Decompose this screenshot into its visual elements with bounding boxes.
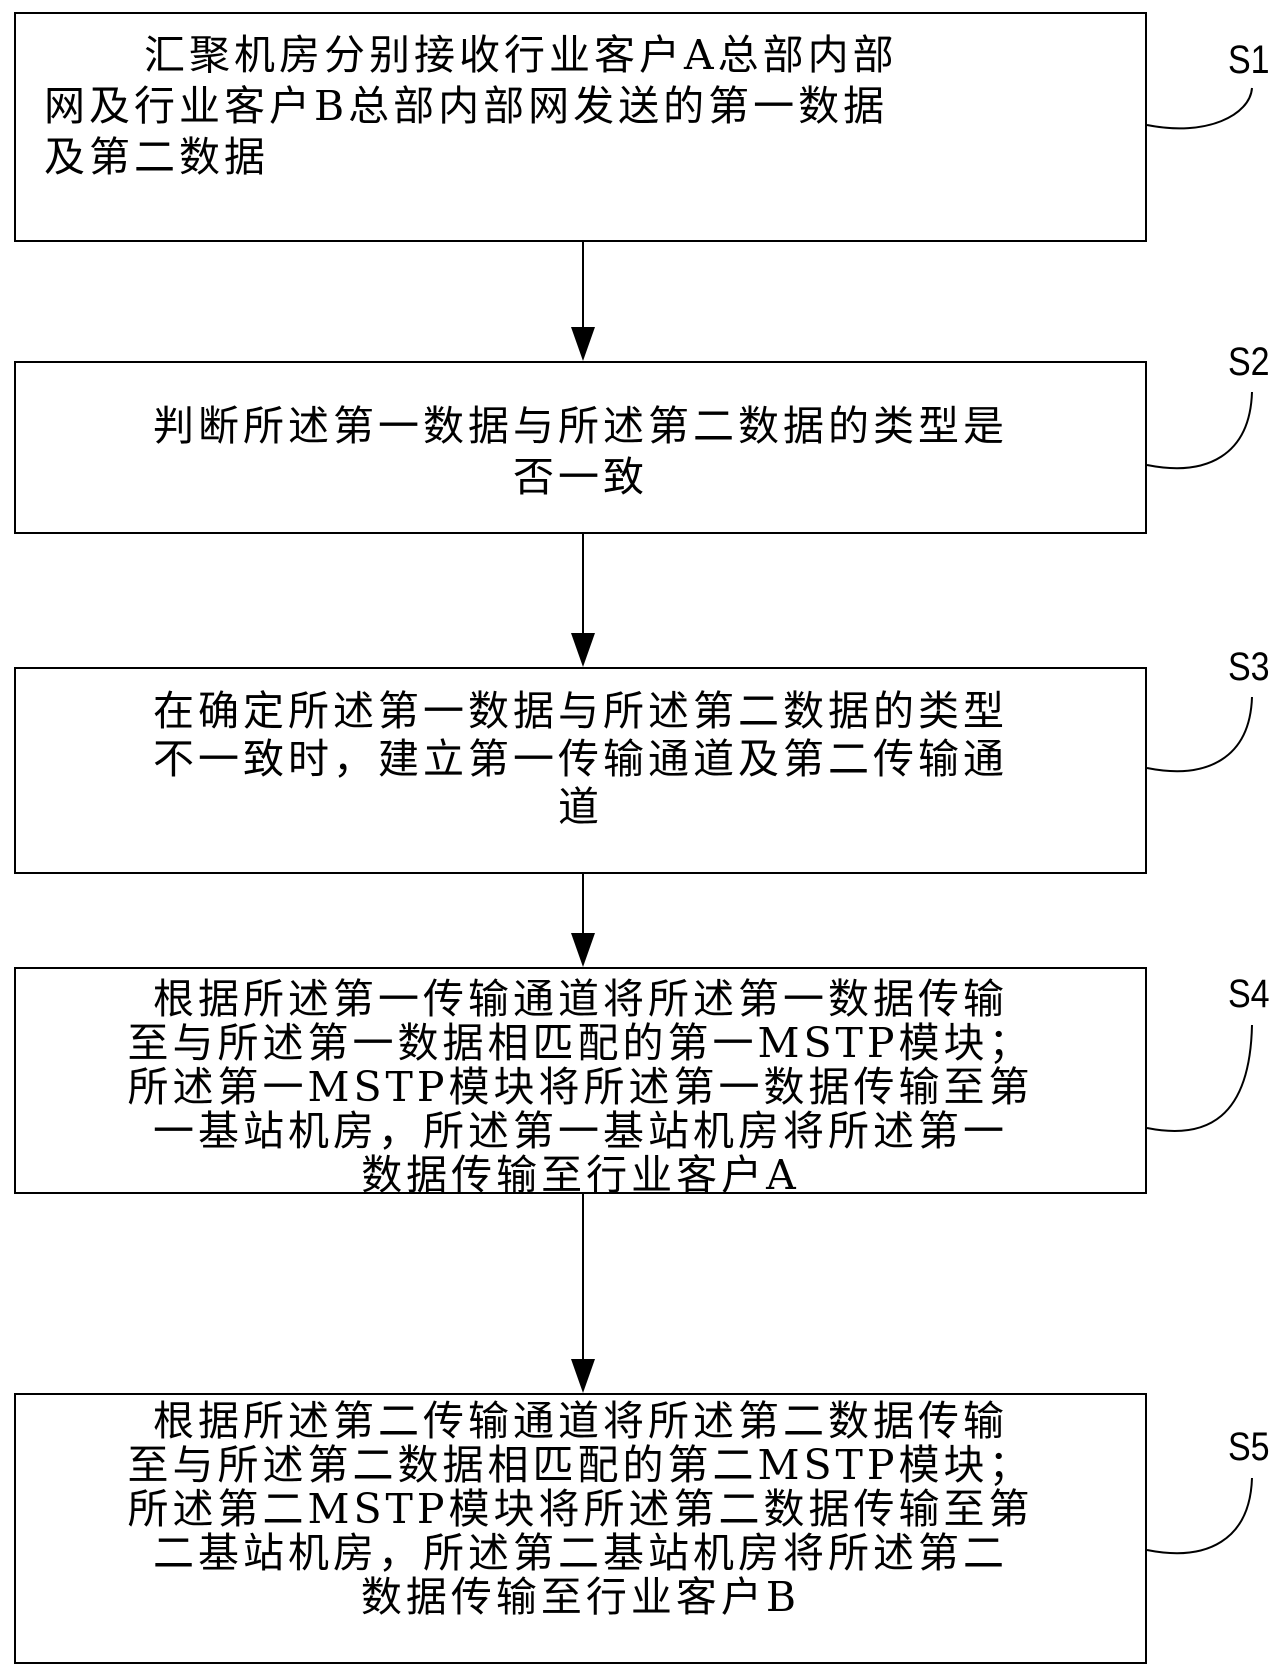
step-label-s2: S2 — [1228, 340, 1270, 384]
step-s1-line: 网及行业客户B总部内部网发送的第一数据 — [44, 82, 889, 130]
step-s5-line: 所述第二MSTP模块将所述第二数据传输至第 — [127, 1485, 1034, 1533]
step-s5-line: 至与所述第二数据相匹配的第二MSTP模块； — [127, 1441, 1034, 1489]
step-label-s3: S3 — [1228, 645, 1270, 689]
step-label-s5: S5 — [1228, 1425, 1270, 1469]
leader-line-s1 — [1146, 87, 1253, 130]
step-text-s3: 在确定所述第一数据与所述第二数据的类型 不一致时，建立第一传输通道及第二传输通 … — [16, 687, 1145, 831]
step-label-s4: S4 — [1228, 972, 1270, 1016]
leader-line-s5 — [1146, 1477, 1253, 1555]
step-box-s2: 判断所述第一数据与所述第二数据的类型是 否一致 — [14, 361, 1147, 534]
leader-line-s2 — [1146, 391, 1253, 470]
step-text-s5: 根据所述第二传输通道将所述第二数据传输 至与所述第二数据相匹配的第二MSTP模块… — [16, 1399, 1145, 1619]
step-text-s1: 汇聚机房分别接收行业客户A总部内部 网及行业客户B总部内部网发送的第一数据 及第… — [16, 30, 1145, 183]
leader-line-s4 — [1146, 1024, 1253, 1132]
arrowhead-icon — [571, 327, 595, 361]
step-s2-line: 判断所述第一数据与所述第二数据的类型是 — [153, 402, 1008, 450]
step-s5-line: 根据所述第二传输通道将所述第二数据传输 — [153, 1397, 1008, 1445]
step-box-s1: 汇聚机房分别接收行业客户A总部内部 网及行业客户B总部内部网发送的第一数据 及第… — [14, 12, 1147, 242]
step-box-s4: 根据所述第一传输通道将所述第一数据传输 至与所述第一数据相匹配的第一MSTP模块… — [14, 967, 1147, 1197]
step-text-s2: 判断所述第一数据与所述第二数据的类型是 否一致 — [16, 401, 1145, 503]
step-box-s5: 根据所述第二传输通道将所述第二数据传输 至与所述第二数据相匹配的第二MSTP模块… — [14, 1393, 1147, 1664]
step-box-s3: 在确定所述第一数据与所述第二数据的类型 不一致时，建立第一传输通道及第二传输通 … — [14, 667, 1147, 874]
step-s1-line: 汇聚机房分别接收行业客户A总部内部 — [144, 31, 898, 79]
step-s1-line: 及第二数据 — [44, 133, 269, 181]
step-s4-line: 至与所述第一数据相匹配的第一MSTP模块； — [127, 1019, 1034, 1067]
step-s3-line: 在确定所述第一数据与所述第二数据的类型 — [153, 687, 1008, 735]
step-s5-line: 二基站机房，所述第二基站机房将所述第二 — [153, 1529, 1008, 1577]
step-s5-line: 数据传输至行业客户B — [360, 1573, 801, 1621]
step-s2-line: 否一致 — [513, 453, 648, 501]
arrowhead-icon — [571, 633, 595, 667]
step-s3-line: 道 — [558, 783, 603, 831]
arrowhead-icon — [571, 1359, 595, 1393]
step-s4-line: 数据传输至行业客户A — [361, 1151, 800, 1199]
step-s4-line: 根据所述第一传输通道将所述第一数据传输 — [153, 975, 1008, 1023]
step-s4-line: 一基站机房，所述第一基站机房将所述第一 — [153, 1107, 1008, 1155]
leader-line-s3 — [1146, 696, 1253, 773]
step-label-s1: S1 — [1228, 38, 1270, 82]
arrowhead-icon — [571, 933, 595, 967]
step-text-s4: 根据所述第一传输通道将所述第一数据传输 至与所述第一数据相匹配的第一MSTP模块… — [16, 977, 1145, 1197]
step-s4-line: 所述第一MSTP模块将所述第一数据传输至第 — [127, 1063, 1034, 1111]
step-s3-line: 不一致时，建立第一传输通道及第二传输通 — [153, 735, 1008, 783]
